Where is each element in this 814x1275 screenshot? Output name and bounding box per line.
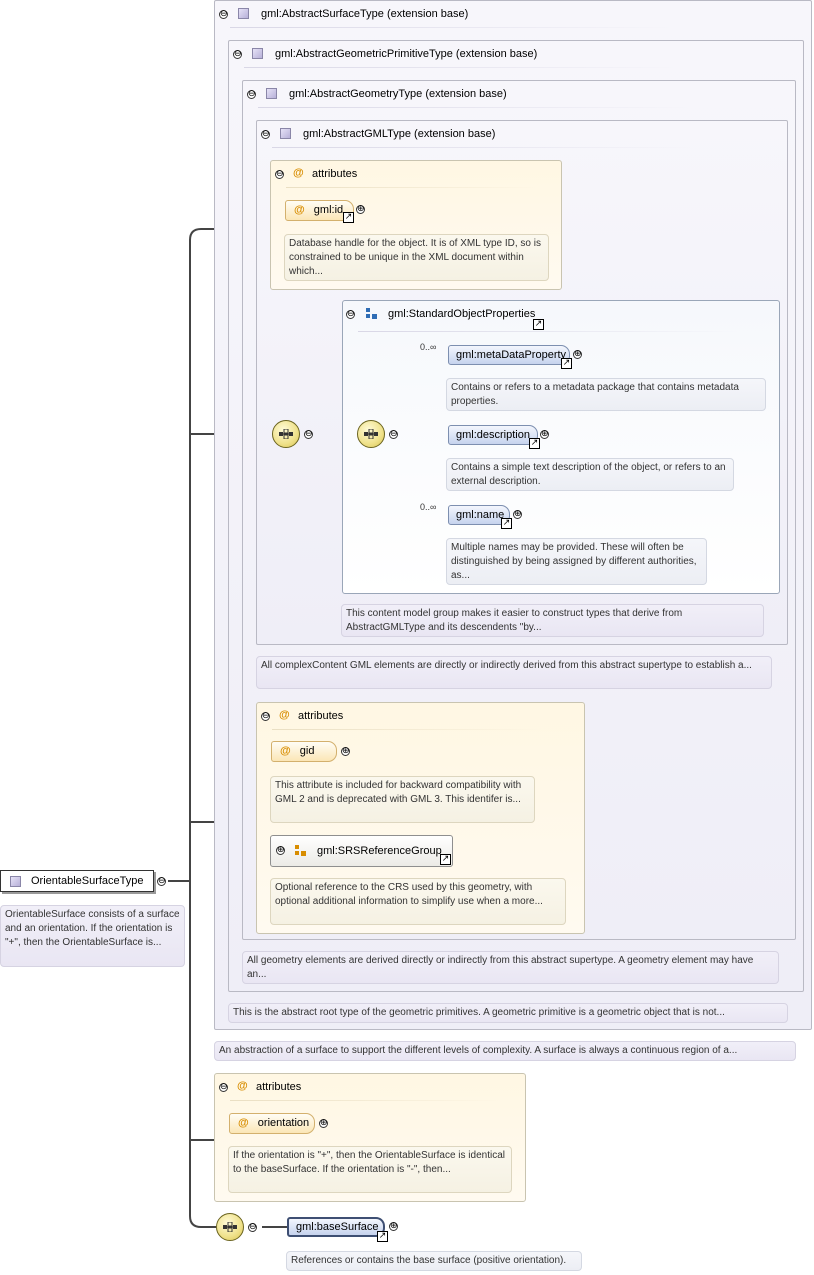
orientation-note: If the orientation is "+", then the Orie… (228, 1146, 512, 1193)
frame-title: gml:AbstractGeometricPrimitiveType (exte… (275, 48, 538, 60)
complex-type-icon (252, 48, 263, 59)
reference-arrow-icon[interactable]: ↗ (533, 319, 544, 330)
attribute-label: orientation (257, 1117, 310, 1129)
attribute-icon: @ (280, 745, 291, 757)
abstract-geometry-type-note: All geometry elements are derived direct… (242, 951, 779, 984)
attribute-orientation[interactable]: @ orientation (229, 1113, 315, 1134)
attribute-group-srsreferencegroup[interactable]: ⊕ gml:SRSReferenceGroup (270, 835, 453, 867)
root-label: OrientableSurfaceType (31, 875, 144, 887)
divider (272, 729, 542, 730)
divider (230, 27, 670, 28)
attribute-icon: @ (238, 1117, 249, 1129)
collapse-icon[interactable]: ⊖ (346, 309, 355, 319)
reference-arrow-icon[interactable]: ↗ (501, 518, 512, 529)
attribute-icon: @ (293, 167, 304, 179)
expand-icon[interactable]: ⊕ (319, 1118, 328, 1128)
sequence-glyph (279, 429, 293, 439)
complex-type-icon (266, 88, 277, 99)
complex-type-icon (10, 876, 21, 887)
gid-note: This attribute is included for backward … (270, 776, 535, 823)
divider (244, 67, 674, 68)
metadataproperty-note: Contains or refers to a metadata package… (446, 378, 766, 411)
element-basesurface[interactable]: gml:baseSurface (287, 1217, 385, 1237)
reference-arrow-icon[interactable]: ↗ (440, 854, 451, 865)
name-note: Multiple names may be provided. These wi… (446, 538, 707, 585)
group-icon (366, 308, 377, 319)
group-title: gml:StandardObjectProperties (388, 308, 536, 320)
attribute-group-icon (295, 845, 306, 856)
divider (272, 147, 692, 148)
divider (230, 1100, 500, 1101)
root-complex-type[interactable]: OrientableSurfaceType (0, 870, 154, 892)
collapse-icon[interactable]: ⊖ (157, 876, 166, 886)
sequence-compositor-icon[interactable] (272, 420, 300, 448)
divider (286, 187, 536, 188)
attributes-title: attributes (256, 1081, 302, 1093)
collapse-icon[interactable]: ⊖ (389, 429, 398, 439)
collapse-icon[interactable]: ⊖ (219, 9, 228, 19)
reference-arrow-icon[interactable]: ↗ (561, 358, 572, 369)
reference-arrow-icon[interactable]: ↗ (377, 1231, 388, 1242)
element-name[interactable]: gml:name (448, 505, 510, 525)
sequence-glyph (364, 429, 378, 439)
frame-title: gml:AbstractGMLType (extension base) (303, 128, 496, 140)
divider (358, 331, 738, 332)
attribute-icon: @ (237, 1080, 248, 1092)
srs-reference-group-note: Optional reference to the CRS used by th… (270, 878, 566, 925)
expand-icon[interactable]: ⊕ (341, 746, 350, 756)
frame-title: gml:AbstractGeometryType (extension base… (289, 88, 507, 100)
sequence-glyph (223, 1222, 237, 1232)
attribute-gml-id[interactable]: @ gml:id (285, 200, 354, 221)
root-note: OrientableSurface consists of a surface … (0, 905, 185, 967)
cardinality-label: 0..∞ (420, 342, 437, 352)
expand-icon[interactable]: ⊕ (389, 1221, 398, 1231)
attribute-label: gid (299, 745, 315, 757)
attribute-icon: @ (279, 709, 290, 721)
element-metadataproperty[interactable]: gml:metaDataProperty (448, 345, 570, 365)
reference-arrow-icon[interactable]: ↗ (529, 438, 540, 449)
attribute-group-label: gml:SRSReferenceGroup (317, 845, 442, 857)
collapse-icon[interactable]: ⊖ (275, 169, 284, 179)
expand-icon[interactable]: ⊕ (540, 429, 549, 439)
divider (258, 107, 688, 108)
element-description[interactable]: gml:description (448, 425, 538, 445)
attribute-icon: @ (294, 204, 305, 216)
abstract-gml-type-note: All complexContent GML elements are dire… (256, 656, 772, 689)
cardinality-label: 0..∞ (420, 502, 437, 512)
expand-icon[interactable]: ⊕ (276, 845, 285, 855)
complex-type-icon (280, 128, 291, 139)
sequence-compositor-icon[interactable] (357, 420, 385, 448)
abstract-geometric-primitive-type-note: This is the abstract root type of the ge… (228, 1003, 788, 1023)
collapse-icon[interactable]: ⊖ (247, 89, 256, 99)
abstract-surface-type-note: An abstraction of a surface to support t… (214, 1041, 796, 1061)
expand-icon[interactable]: ⊕ (573, 349, 582, 359)
collapse-icon[interactable]: ⊖ (304, 429, 313, 439)
collapse-icon[interactable]: ⊖ (261, 129, 270, 139)
basesurface-note: References or contains the base surface … (286, 1251, 582, 1271)
attributes-title: attributes (298, 710, 344, 722)
collapse-icon[interactable]: ⊖ (261, 711, 270, 721)
expand-icon[interactable]: ⊕ (356, 204, 365, 214)
collapse-icon[interactable]: ⊖ (233, 49, 242, 59)
attribute-gid[interactable]: @ gid (271, 741, 337, 762)
frame-title: gml:AbstractSurfaceType (extension base) (261, 8, 469, 20)
complex-type-icon (238, 8, 249, 19)
standard-object-properties-note: This content model group makes it easier… (341, 604, 764, 637)
attributes-title: attributes (312, 168, 358, 180)
collapse-icon[interactable]: ⊖ (219, 1082, 228, 1092)
expand-icon[interactable]: ⊕ (513, 509, 522, 519)
sequence-compositor-icon[interactable] (216, 1213, 244, 1241)
description-note: Contains a simple text description of th… (446, 458, 734, 491)
gml-id-note: Database handle for the object. It is of… (284, 234, 549, 281)
attribute-label: gml:id (313, 204, 344, 216)
collapse-icon[interactable]: ⊖ (248, 1222, 257, 1232)
reference-arrow-icon[interactable]: ↗ (343, 212, 354, 223)
